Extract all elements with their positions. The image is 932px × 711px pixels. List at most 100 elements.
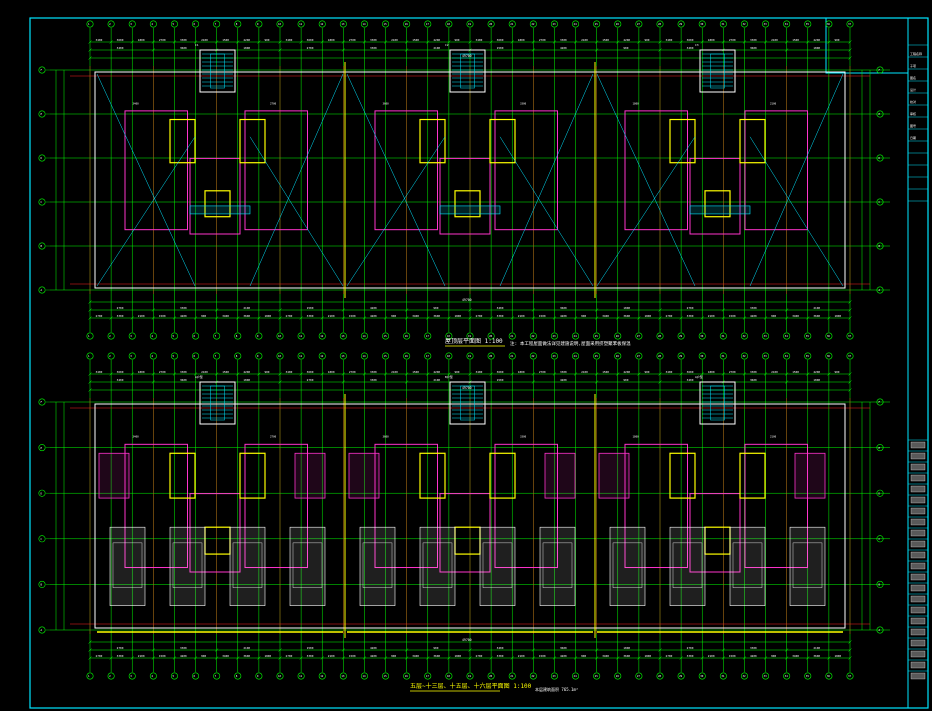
axis-bubble-bottom <box>297 672 305 680</box>
furniture-block <box>169 526 206 606</box>
axis-bubble-top <box>804 352 812 360</box>
axis-bubble-left <box>38 286 46 294</box>
axis-label-bottom: 28 <box>658 334 662 338</box>
axis-bubble-bottom <box>445 672 453 680</box>
axis-bubble-bottom <box>382 332 390 340</box>
axis-label-top: 33 <box>764 22 768 26</box>
room-dim: 3400 <box>133 101 140 105</box>
axis-bubble-top <box>149 352 157 360</box>
dim-value: 2100 <box>433 378 440 382</box>
axis-bubble-bottom <box>403 672 411 680</box>
axis-label-bottom: 3 <box>130 674 132 678</box>
axis-label-bottom: 3 <box>130 334 132 338</box>
axis-label-left: E <box>41 446 43 450</box>
dim-tick <box>616 40 620 44</box>
dim-value: 900 <box>581 654 586 658</box>
dim-value: 900 <box>644 370 649 374</box>
dim-value: 2100 <box>328 654 335 658</box>
axis-bubble-bottom <box>192 332 200 340</box>
dim-value: 3600 <box>180 378 187 382</box>
axis-bubble-bottom <box>762 672 770 680</box>
dim-value: 4200 <box>750 314 757 318</box>
title-block-field: 审核 <box>910 111 916 116</box>
title-block-field: 日期 <box>910 135 916 140</box>
dim-value: 1800 <box>243 378 250 382</box>
axis-bubble-top <box>783 352 791 360</box>
dim-tick <box>827 40 831 44</box>
axis-bubble-top <box>656 352 664 360</box>
dim-value: 2700 <box>117 646 124 650</box>
dim-value: 4200 <box>370 314 377 318</box>
dim-value: 3300 <box>180 38 187 42</box>
axis-bubble-top <box>740 352 748 360</box>
axis-label-top: 16 <box>405 354 409 358</box>
axis-bubble-bottom <box>276 332 284 340</box>
dim-value: 3400 <box>96 38 103 42</box>
axis-label-bottom: 2 <box>109 674 111 678</box>
axis-label-bottom: 27 <box>637 334 641 338</box>
axis-label-right: E <box>879 112 881 116</box>
dim-tick <box>700 372 704 376</box>
dim-tick <box>404 48 409 52</box>
dim-tick <box>679 316 683 320</box>
dim-value: 3400 <box>96 370 103 374</box>
dim-value: 3400 <box>666 38 673 42</box>
title-block-text-block <box>910 584 926 592</box>
axis-bubble-bottom <box>529 332 537 340</box>
axis-bubble-right <box>876 489 884 497</box>
dim-tick <box>383 372 388 376</box>
axis-bubble-top <box>170 352 178 360</box>
dim-value: 1500 <box>792 370 799 374</box>
dim-value: 1800 <box>243 46 250 50</box>
axis-bubble-bottom <box>255 332 263 340</box>
axis-label-bottom: 24 <box>574 334 578 338</box>
axis-bubble-top <box>698 352 706 360</box>
dim-value: 2100 <box>243 646 250 650</box>
dim-value: 2100 <box>518 314 525 318</box>
axis-label-bottom: 16 <box>405 674 409 678</box>
dim-tick <box>552 40 557 44</box>
title-block-field: 图号 <box>910 123 916 128</box>
axis-label-top: 28 <box>658 22 662 26</box>
dim-tick <box>320 656 324 660</box>
axis-label-top: 12 <box>320 354 324 358</box>
bathroom-block <box>598 452 630 499</box>
axis-bubble-bottom <box>170 332 178 340</box>
dim-value: 1800 <box>623 306 630 310</box>
axis-bubble-bottom <box>593 332 601 340</box>
dim-tick <box>214 648 219 652</box>
dim-value: 4200 <box>433 370 440 374</box>
dim-value: 1800 <box>138 370 145 374</box>
furniture-detail <box>172 542 203 588</box>
axis-label-top: 37 <box>848 22 852 26</box>
axis-label-bottom: 9 <box>257 674 259 678</box>
dim-tick <box>531 48 536 52</box>
dim-value: 3300 <box>560 38 567 42</box>
axis-label-left: B <box>41 244 43 248</box>
dim-tick <box>827 316 831 320</box>
furniture-block <box>479 526 516 606</box>
dim-value: 3400 <box>286 38 293 42</box>
axis-label-right: D <box>879 156 881 160</box>
axis-bubble-bottom <box>614 672 622 680</box>
axis-label-top: 1 <box>88 354 90 358</box>
dim-value: 1800 <box>644 314 651 318</box>
dim-tick <box>236 656 240 660</box>
dim-value: 1500 <box>349 314 356 318</box>
axis-label-top: 19 <box>468 22 472 26</box>
axis-label-bottom: 1 <box>88 674 90 678</box>
dim-tick <box>848 316 852 320</box>
axis-label-left: A <box>41 288 43 292</box>
axis-bubble-top <box>445 20 453 28</box>
dim-value: 4200 <box>243 370 250 374</box>
title-block-text-block <box>910 452 926 460</box>
dim-value: 3600 <box>813 314 820 318</box>
dim-value: 3600 <box>497 370 504 374</box>
axis-bubble-right <box>876 444 884 452</box>
axis-label-right: D <box>879 491 881 495</box>
dim-value: 2100 <box>138 654 145 658</box>
axis-label-top: 27 <box>637 354 641 358</box>
unit-tag: C2 <box>445 43 449 47</box>
dim-tick <box>257 316 261 320</box>
dim-value: 3600 <box>117 38 124 42</box>
